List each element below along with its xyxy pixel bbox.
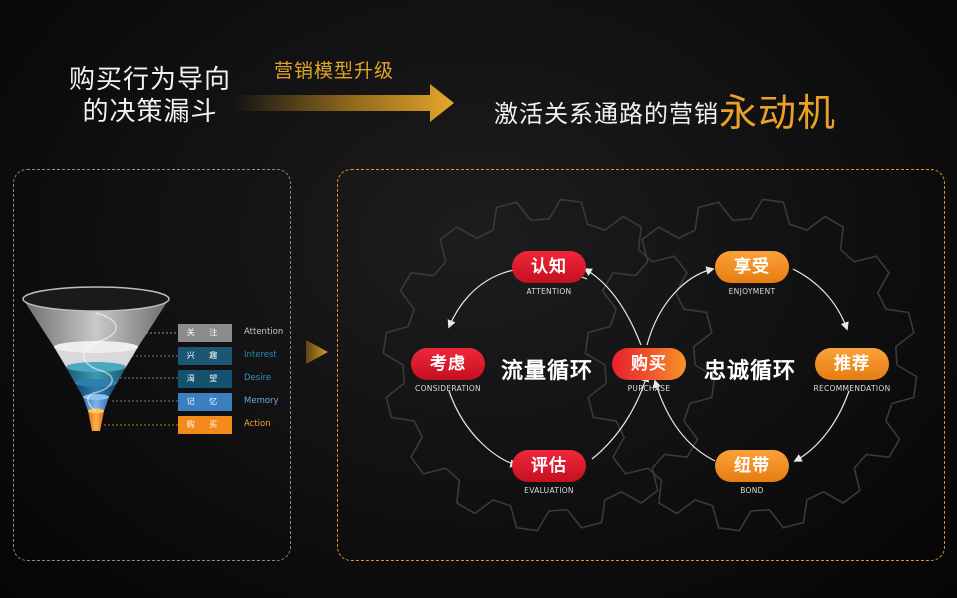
upgrade-label: 营销模型升级 bbox=[274, 60, 395, 82]
funnel-stage-tag: 关 注 bbox=[178, 324, 232, 342]
node-attention-en: ATTENTION bbox=[526, 287, 572, 296]
funnel-stage-en: Interest bbox=[244, 350, 277, 360]
funnel-stage-tag: 记 忆 bbox=[178, 393, 232, 411]
gear-left-icon bbox=[382, 198, 716, 532]
node-evaluation-label: 评估 bbox=[512, 450, 586, 482]
funnel-stage-tag: 购 买 bbox=[178, 416, 232, 434]
node-purchase-label: 购买 bbox=[612, 348, 686, 380]
node-attention: 认知 ATTENTION bbox=[512, 251, 586, 296]
node-recommendation: 推荐 RECOMMENDATION bbox=[813, 348, 890, 393]
funnel-graphic bbox=[22, 286, 178, 431]
node-purchase: 购买 PURCHASE bbox=[612, 348, 686, 393]
traffic-loop-label: 流量循环 bbox=[501, 359, 594, 384]
play-triangle-icon bbox=[306, 340, 328, 364]
engine-title: 激活关系通路的营销永动机 bbox=[494, 82, 836, 137]
funnel-title-line2: 的决策漏斗 bbox=[82, 97, 218, 127]
node-enjoyment: 享受 ENJOYMENT bbox=[715, 251, 789, 296]
node-enjoyment-label: 享受 bbox=[715, 251, 789, 283]
funnel-stage-en: Desire bbox=[244, 373, 272, 383]
funnel-stage-en: Attention bbox=[244, 327, 284, 337]
node-recommendation-label: 推荐 bbox=[815, 348, 889, 380]
funnel-stage-tag: 渴 望 bbox=[178, 370, 232, 388]
funnel-stage-en: Memory bbox=[244, 396, 279, 406]
node-evaluation: 评估 EVALUATION bbox=[512, 450, 586, 495]
node-purchase-en: PURCHASE bbox=[627, 384, 671, 393]
node-consideration: 考虑 CONSIDERATION bbox=[411, 348, 485, 393]
node-bond: 纽带 BOND bbox=[715, 450, 789, 495]
loyalty-loop-label: 忠诚循环 bbox=[704, 359, 797, 384]
funnel-stage-en: Action bbox=[244, 419, 271, 429]
engine-title-prefix: 激活关系通路的营销 bbox=[494, 100, 719, 128]
upgrade-arrow-icon bbox=[232, 84, 454, 122]
gear-right-icon bbox=[584, 198, 918, 532]
node-bond-en: BOND bbox=[740, 486, 764, 495]
engine-title-accent: 永动机 bbox=[719, 91, 837, 135]
funnel-title-line1: 购买行为导向 bbox=[68, 65, 231, 95]
node-attention-label: 认知 bbox=[512, 251, 586, 283]
node-consideration-label: 考虑 bbox=[411, 348, 485, 380]
engine-panel bbox=[337, 169, 945, 561]
funnel-panel bbox=[13, 169, 291, 561]
funnel-title: 购买行为导向 的决策漏斗 bbox=[60, 64, 240, 128]
funnel-stage-tag: 兴 趣 bbox=[178, 347, 232, 365]
node-enjoyment-en: ENJOYMENT bbox=[728, 287, 776, 296]
node-evaluation-en: EVALUATION bbox=[524, 486, 574, 495]
node-consideration-en: CONSIDERATION bbox=[415, 384, 481, 393]
node-recommendation-en: RECOMMENDATION bbox=[813, 384, 891, 393]
node-bond-label: 纽带 bbox=[715, 450, 789, 482]
